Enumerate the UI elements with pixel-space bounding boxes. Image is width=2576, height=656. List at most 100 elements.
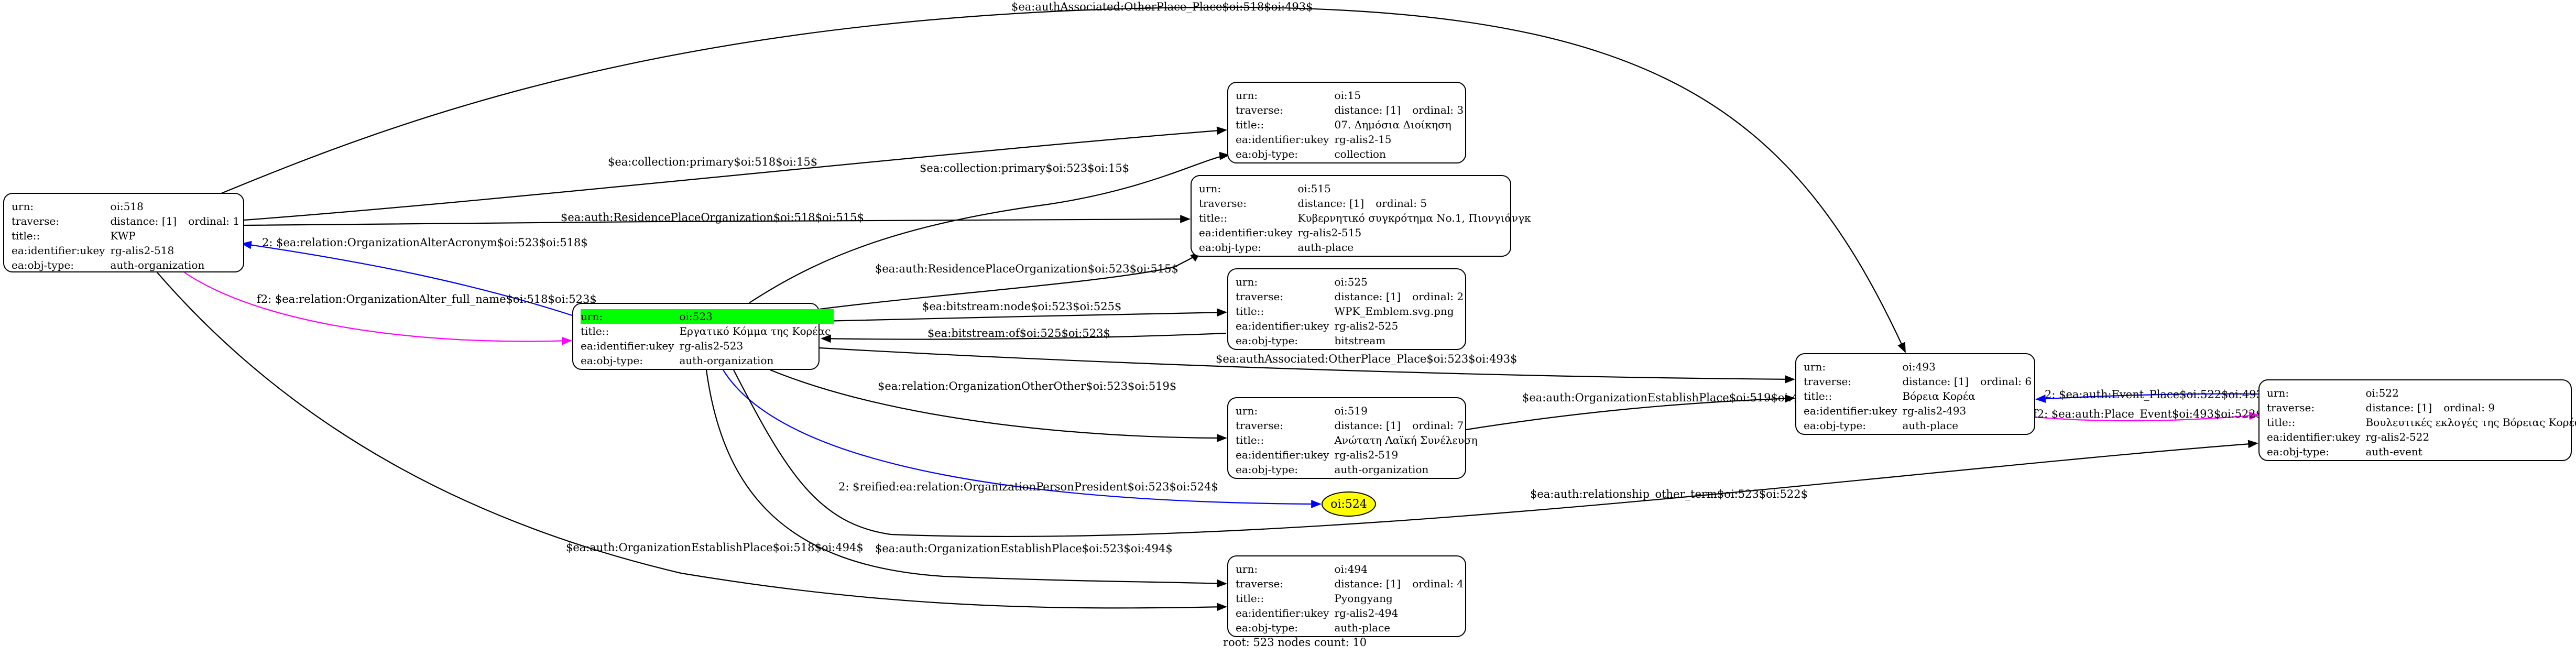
field-value-text: KWP	[110, 229, 136, 242]
edge-label-e14: $ea:auth:relationship_other_term$oi:523$…	[1530, 488, 1808, 500]
field-ordinal: ordinal: 7	[1412, 419, 1464, 432]
field-key: title::	[581, 325, 609, 337]
field-value-text: oi:515	[1297, 182, 1331, 195]
node-field-row: urn:oi:519	[1236, 403, 1481, 418]
node-oi-524-ellipse[interactable]: oi:524	[1322, 491, 1376, 517]
node-field-row: urn:oi:523	[581, 309, 834, 324]
node-field-row: ea:obj-type:auth-place	[1804, 418, 2035, 433]
field-value: auth-event	[2365, 444, 2576, 459]
field-value-text: auth-place	[1334, 621, 1391, 634]
field-key: ea:obj-type:	[1236, 148, 1298, 160]
edge-label-e8: $ea:bitstream:node$oi:523$oi:525$	[922, 300, 1121, 313]
edge-label-e7: f2: $ea:relation:OrganizationAlter_full_…	[257, 293, 597, 305]
field-value-text: Βουλευτικές εκλογές της Βόρειας Κορέας	[2365, 416, 2576, 429]
field-key: traverse:	[1236, 419, 1284, 432]
node-field-row: traverse:distance: [1]ordinal: 4	[1236, 576, 1467, 591]
field-key: urn:	[581, 309, 680, 324]
field-value-text: distance: [1]	[110, 215, 177, 227]
field-value: rg-alis2-522	[2365, 430, 2576, 444]
edge-label-e17: 2: $ea:auth:Event_Place$oi:522$oi:493$	[2045, 388, 2270, 401]
field-key: urn:	[1236, 276, 1258, 288]
node-field-row: traverse: distance: [1] ordinal: 9	[2267, 400, 2576, 415]
field-value-text: WPK_Emblem.svg.png	[1334, 305, 1454, 318]
edge-e17	[2035, 393, 2259, 403]
edge-e3	[749, 151, 1230, 303]
field-ordinal: ordinal: 3	[1412, 104, 1464, 116]
node-field-row: title::Ανώτατη Λαϊκή Συνέλευση	[1236, 433, 1481, 447]
field-value: distance: [1]ordinal: 7	[1334, 418, 1480, 433]
field-value-text: rg-alis2-515	[1297, 226, 1362, 239]
edge-e15	[157, 272, 1227, 611]
field-key: traverse:	[1199, 197, 1247, 210]
edge-label-e16: $ea:auth:OrganizationEstablishPlace$oi:5…	[875, 542, 1173, 555]
node-field-row: urn:oi:522	[2267, 386, 2576, 400]
field-key: traverse:	[2267, 401, 2315, 414]
field-value: rg-alis2-515	[1297, 225, 1534, 240]
field-key: title::	[12, 229, 40, 242]
field-key: ea:identifier:ukey	[1236, 320, 1329, 332]
field-value-text: distance: [1]	[1334, 577, 1401, 590]
field-key: urn:	[1804, 360, 1826, 373]
field-key: ea:obj-type:	[1236, 621, 1298, 634]
field-key: ea:identifier:ukey	[1804, 404, 1897, 417]
field-value: collection	[1334, 147, 1467, 161]
field-value: auth-organization	[1334, 462, 1480, 477]
field-value: rg-alis2-525	[1334, 319, 1467, 333]
node-field-row: urn:oi:494	[1236, 562, 1467, 576]
edge-e8	[819, 308, 1227, 322]
node-field-row: traverse:distance: [1]ordinal: 6	[1804, 374, 2035, 389]
field-value-text: oi:518	[110, 200, 144, 213]
edge-label-e18: f2: $ea:auth:Place_Event$oi:493$oi:522$	[2033, 408, 2263, 420]
field-value: auth-place	[1902, 418, 2035, 433]
field-value-text: auth-organization	[1334, 463, 1429, 476]
field-value-text: distance: [1]	[1334, 104, 1401, 116]
node-field-row: title::Κυβερνητικό συγκρότημα No.1, Πιον…	[1199, 211, 1534, 225]
node-field-row: traverse:distance: [1]ordinal: 5	[1199, 196, 1534, 211]
field-value-text: auth-place	[1297, 241, 1354, 254]
edge-e2	[244, 126, 1227, 221]
node-oi-518[interactable]: urn: oi:518 traverse: distance: [1] ordinal:…	[3, 193, 244, 272]
field-ordinal: ordinal: 9	[2443, 401, 2495, 414]
field-key: urn:	[12, 200, 34, 213]
field-value: rg-alis2-15	[1334, 132, 1467, 147]
node-field-row: ea:obj-type: auth-place	[1236, 620, 1467, 635]
field-ordinal: ordinal: 1	[188, 215, 240, 227]
field-value: distance: [1] ordinal: 9	[2365, 400, 2576, 415]
field-value: rg-alis2-494	[1334, 606, 1467, 620]
field-key: traverse:	[1236, 577, 1284, 590]
node-field-row: urn: oi:518	[12, 199, 243, 214]
edge-e13	[723, 369, 1322, 508]
node-field-row: ea:obj-type:auth-place	[1199, 240, 1534, 255]
edge-e10	[819, 347, 1795, 384]
field-value: oi:519	[1334, 403, 1480, 418]
field-key: traverse:	[1804, 375, 1852, 388]
edge-label-e10: $ea:authAssociated:OtherPlace_Place$oi:5…	[1216, 353, 1518, 365]
field-value: rg-alis2-493	[1902, 403, 2035, 418]
field-key: ea:obj-type:	[12, 259, 74, 271]
field-value-text: distance: [1]	[2365, 401, 2432, 414]
field-value-text: distance: [1]	[1297, 197, 1365, 210]
field-value: Κυβερνητικό συγκρότημα No.1, Πιονγιάνγκ	[1297, 211, 1534, 225]
field-value: Pyongyang	[1334, 591, 1467, 606]
field-value-text: rg-alis2-493	[1902, 404, 1967, 417]
field-key: ea:identifier:ukey	[1236, 449, 1329, 461]
field-key: urn:	[1236, 563, 1258, 575]
field-key: traverse:	[12, 215, 60, 227]
node-field-row: urn:oi:515	[1199, 181, 1534, 196]
